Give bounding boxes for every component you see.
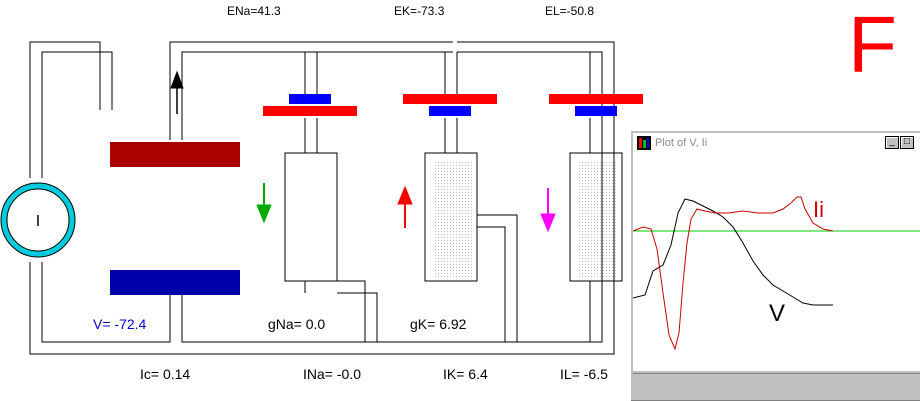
battery-na-short: [289, 94, 331, 104]
plot-titlebar[interactable]: Plot of V, Ii _ □: [633, 133, 920, 153]
capacitive-current-arrow-icon: [170, 70, 184, 114]
potassium-current-arrow-icon: [397, 185, 413, 228]
inner-wire: [41, 51, 603, 343]
ii-trace-label: Ii: [813, 197, 824, 222]
voltage-trace: [633, 198, 833, 306]
ena-label: ENa=41.3: [227, 4, 281, 18]
ik-label: IK= 6.4: [443, 366, 488, 382]
ek-label: EK=-73.3: [394, 4, 445, 18]
current-source-label: I: [36, 213, 40, 230]
plot-canvas: Ii V: [633, 196, 920, 351]
app-icon: [637, 136, 651, 150]
battery-na-long: [263, 106, 357, 116]
plot-area: Ii V: [633, 153, 920, 371]
il-label: IL= -6.5: [560, 366, 608, 382]
plot-window[interactable]: Plot of V, Ii _ □ Ii V: [630, 130, 920, 401]
l-channel-body: [569, 152, 623, 282]
sodium-current-arrow-icon: [256, 183, 272, 224]
membrane-plate-top: [110, 142, 240, 167]
minimize-button[interactable]: _: [885, 136, 899, 149]
battery-l-short: [575, 106, 617, 116]
membrane-plate-bottom: [110, 270, 240, 295]
maximize-button[interactable]: □: [900, 136, 914, 149]
voltage-label: V= -72.4: [93, 316, 147, 332]
plot-statusbar: [633, 373, 920, 400]
battery-k-long: [403, 94, 497, 104]
na-channel-body: [284, 152, 338, 282]
v-trace-label: V: [769, 300, 785, 327]
plot-window-title: Plot of V, Ii: [655, 137, 708, 149]
battery-k-short: [429, 106, 471, 116]
gna-label: gNa= 0.0: [268, 316, 326, 332]
outer-wire: [29, 41, 615, 355]
ina-label: INa= -0.0: [303, 366, 361, 382]
k-channel-body: [424, 152, 478, 282]
panel-letter: F: [848, 0, 897, 89]
current-source-icon: [1, 183, 75, 257]
battery-l-long: [549, 94, 643, 104]
ic-label: Ic= 0.14: [140, 366, 191, 382]
leak-current-arrow-icon: [540, 188, 556, 233]
ionic-current-trace: [633, 196, 834, 351]
gk-label: gK= 6.92: [410, 316, 467, 332]
el-label: EL=-50.8: [545, 4, 595, 18]
